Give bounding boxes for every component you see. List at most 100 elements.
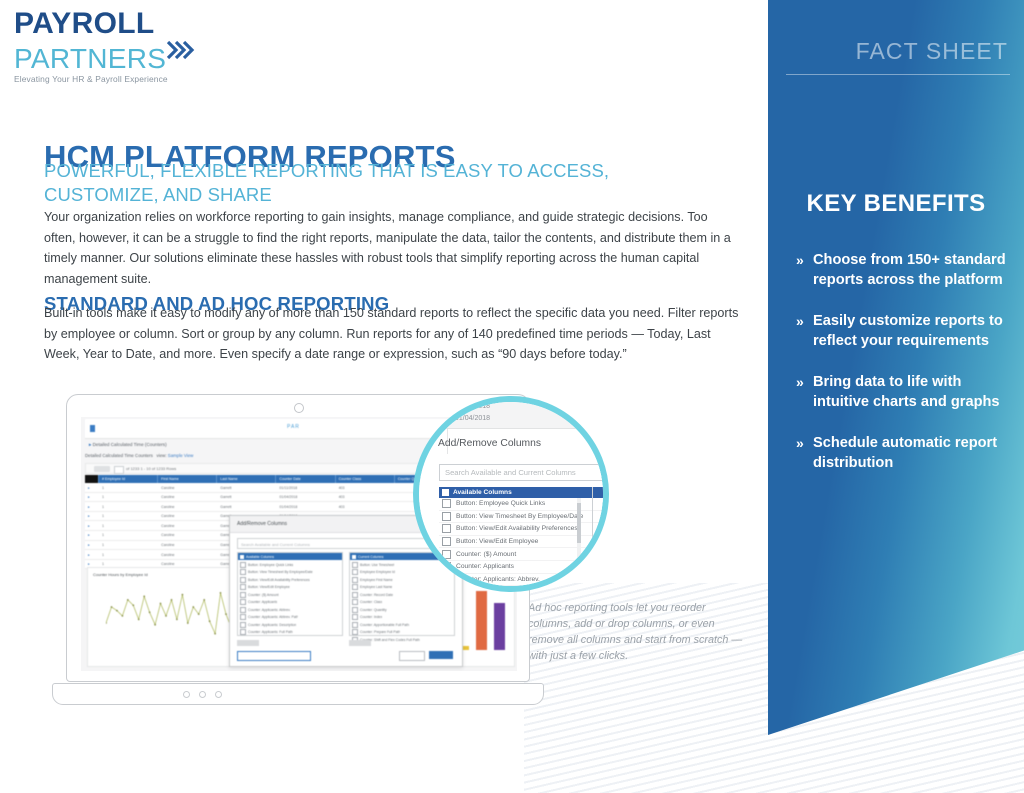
checkbox-icon[interactable] — [352, 584, 358, 590]
current-column-item[interactable]: Employee Employee Id — [350, 568, 454, 575]
checkbox-icon[interactable] — [442, 574, 451, 584]
row-action-icon[interactable]: ▸ — [88, 485, 90, 490]
table-header-cell[interactable]: First Name — [158, 475, 218, 483]
available-column-item[interactable]: Counter: Applicants: Abbrev. — [238, 605, 342, 613]
menu-icon[interactable] — [90, 425, 95, 432]
available-column-row[interactable]: Button: View Timesheet By Employee/Date — [439, 511, 603, 524]
checkbox-icon[interactable] — [442, 511, 451, 521]
available-column-row[interactable]: Button: View/Edit Availability Preferenc… — [439, 523, 603, 536]
row-action-icon[interactable]: ▸ — [88, 514, 90, 519]
checkbox-icon[interactable] — [240, 614, 246, 620]
row-action-icon[interactable]: ▸ — [88, 543, 90, 548]
checkbox-icon[interactable] — [442, 537, 451, 547]
table-header-cell[interactable]: Counter Date — [276, 475, 336, 483]
available-column-row[interactable]: Button: Employee Quick Links — [439, 498, 603, 511]
current-columns-header[interactable]: Current Columns — [350, 553, 454, 560]
table-cell: 1 — [102, 552, 104, 557]
checkbox-icon[interactable] — [240, 576, 246, 583]
checkbox-icon[interactable] — [240, 561, 246, 568]
available-column-item[interactable]: Counter: Applicants: Abbrev. Path — [238, 613, 342, 620]
magnified-search-input[interactable]: Search Available and Current Columns — [439, 464, 603, 481]
add-button[interactable] — [237, 640, 259, 646]
available-column-row[interactable]: Counter: ($) Amount — [439, 548, 603, 561]
checkbox-icon[interactable] — [352, 561, 358, 568]
checkbox-icon[interactable] — [240, 606, 246, 613]
checkbox-icon[interactable] — [240, 569, 246, 575]
current-column-item[interactable]: Counter: Prepare Full Path — [350, 628, 454, 635]
table-header-cell[interactable]: Counter Class — [336, 475, 395, 483]
available-columns-header[interactable]: Available Columns — [439, 487, 603, 498]
available-column-item[interactable]: Button: View Timesheet By Employee/Date — [238, 568, 342, 575]
checkbox-icon[interactable] — [352, 606, 358, 613]
checkbox-icon[interactable] — [352, 554, 356, 559]
current-columns-header[interactable] — [593, 487, 603, 498]
checkbox-icon[interactable] — [442, 524, 451, 534]
row-action-icon[interactable]: ▸ — [88, 552, 90, 557]
page-label-pill[interactable] — [94, 465, 110, 472]
key-benefits-title: KEY BENEFITS — [806, 190, 986, 217]
cancel-button[interactable] — [399, 651, 425, 661]
row-action-icon[interactable]: ▸ — [88, 562, 90, 567]
remove-button[interactable] — [349, 640, 371, 646]
checkbox-icon[interactable] — [240, 599, 246, 605]
intro-paragraph: Your organization relies on workforce re… — [44, 210, 731, 286]
checkbox-icon[interactable] — [442, 499, 451, 509]
current-column-item-label: Counter: Class — [360, 600, 383, 604]
checkbox-icon[interactable] — [240, 591, 246, 598]
bar — [476, 591, 488, 650]
current-column-item[interactable]: Counter: Quantity — [350, 605, 454, 613]
available-columns-header[interactable]: Available Columns — [238, 553, 342, 560]
current-column-item[interactable]: Counter: Record Date — [350, 590, 454, 598]
page-number-input[interactable] — [114, 465, 124, 474]
current-column-item[interactable]: Counter: Index — [350, 613, 454, 620]
checkbox-icon[interactable] — [442, 549, 451, 559]
checkbox-icon[interactable] — [352, 614, 358, 620]
checkbox-icon[interactable] — [352, 569, 358, 575]
ok-button[interactable] — [429, 651, 453, 659]
view-value[interactable]: Sample View — [167, 453, 194, 458]
available-column-item[interactable]: Button: View/Edit Employee — [238, 583, 342, 590]
table-cell: Garrett — [220, 504, 232, 509]
row-action-icon[interactable]: ▸ — [88, 495, 90, 500]
available-column-item-label: Counter: Applicants: Abbrev. — [248, 607, 291, 612]
breadcrumb: ▸ Detailed Calculated Time (Counters) — [89, 442, 167, 447]
key-benefits-panel — [768, 0, 1024, 735]
current-column-item[interactable]: Employee First Name — [350, 575, 454, 583]
checkbox-icon[interactable] — [352, 621, 358, 628]
checkbox-icon[interactable] — [240, 621, 246, 628]
checkbox-icon[interactable] — [352, 599, 358, 605]
image-caption: Ad hoc reporting tools let you reorder c… — [528, 602, 743, 662]
list-scrollbar-thumb[interactable] — [577, 503, 581, 543]
available-column-label: Button: View/Edit Availability Preferenc… — [456, 525, 578, 533]
checkbox-icon[interactable] — [352, 576, 358, 583]
key-benefit-text: Bring data to life with intuitive charts… — [813, 374, 1000, 410]
checkbox-icon[interactable] — [352, 629, 358, 635]
table-header-cell[interactable]: # Employee Id — [99, 475, 159, 483]
current-column-item[interactable]: Counter: Class — [350, 598, 454, 605]
available-column-item[interactable]: Button: View/Edit Availability Preferenc… — [238, 575, 342, 583]
available-column-item[interactable]: Counter: Applicants — [238, 598, 342, 605]
checkbox-icon[interactable] — [240, 629, 246, 635]
row-action-icon[interactable]: ▸ — [88, 523, 90, 528]
row-action-icon[interactable]: ▸ — [88, 504, 90, 509]
available-column-row[interactable]: Button: View/Edit Employee — [439, 536, 603, 549]
checkbox-icon[interactable] — [442, 562, 451, 572]
fact-sheet-label: FACT SHEET — [855, 38, 1008, 64]
available-column-item[interactable]: Counter: Applicants: Description — [238, 620, 342, 628]
available-column-item[interactable]: Counter: Applicants: Full Path — [238, 628, 342, 635]
current-column-item[interactable]: Counter: Apportionable Full Path — [350, 620, 454, 628]
current-column-item[interactable]: Button: Use Timesheet — [350, 560, 454, 568]
row-action-icon[interactable]: ▸ — [88, 533, 90, 538]
available-column-row[interactable]: Counter: Applicants — [439, 561, 603, 574]
available-column-item[interactable]: Button: Employee Quick Links — [238, 560, 342, 568]
current-column-item[interactable]: Employee Last Name — [350, 583, 454, 590]
available-column-row[interactable]: Counter: Applicants: Abbrev. — [439, 574, 603, 586]
remove-all-restore-default-button[interactable] — [237, 651, 311, 661]
checkbox-checked-icon[interactable] — [442, 489, 449, 496]
available-column-label: Button: Employee Quick Links — [456, 500, 546, 508]
checkbox-icon[interactable] — [240, 554, 244, 559]
table-header-cell[interactable]: Last Name — [217, 475, 277, 483]
checkbox-icon[interactable] — [240, 584, 246, 590]
available-column-item[interactable]: Counter: ($) Amount — [238, 590, 342, 598]
checkbox-icon[interactable] — [352, 591, 358, 598]
